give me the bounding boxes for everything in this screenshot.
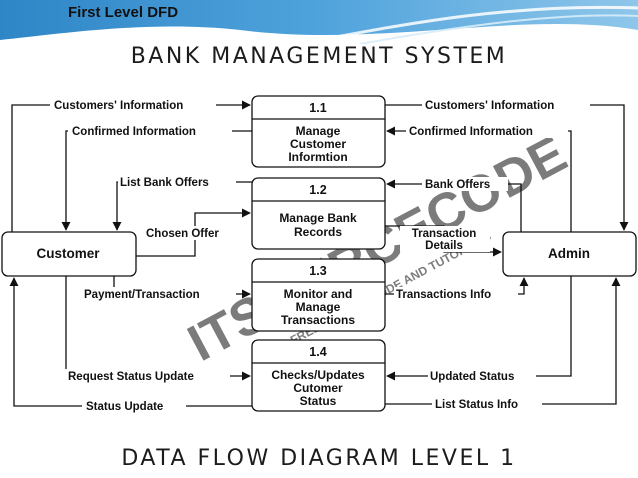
- process-1-2: 1.2 Manage Bank Records: [251, 177, 386, 250]
- flow-label: Bank Offers: [425, 179, 490, 191]
- flow-labels-right: Customers' Information Confirmed Informa…: [394, 98, 590, 411]
- flow-label: Transaction: [412, 228, 477, 240]
- process-name-line: Monitor and: [284, 287, 353, 301]
- process-id: 1.4: [309, 345, 326, 359]
- process-name-line: Informtion: [288, 150, 347, 164]
- footer-title: DATA FLOW DIAGRAM LEVEL 1: [121, 446, 517, 471]
- process-name-line: Records: [294, 225, 342, 239]
- process-name-line: Customer: [290, 137, 346, 151]
- flow-label: Chosen Offer: [146, 228, 219, 240]
- flow-label: Confirmed Information: [72, 126, 196, 138]
- flow-label: Payment/Transaction: [84, 289, 200, 301]
- page-title: BANK MANAGEMENT SYSTEM: [130, 44, 508, 69]
- entity-admin: Admin: [502, 231, 637, 277]
- process-name-line: Transactions: [281, 313, 355, 327]
- flow-label: List Bank Offers: [120, 177, 209, 189]
- process-id: 1.2: [309, 183, 326, 197]
- slide-header-banner: First Level DFD: [0, 0, 638, 44]
- flow-label: Confirmed Information: [409, 126, 533, 138]
- flow-label: List Status Info: [435, 399, 518, 411]
- process-id: 1.1: [309, 101, 326, 115]
- flow-label: Updated Status: [430, 371, 514, 383]
- flow-label: Request Status Update: [68, 371, 194, 383]
- process-id: 1.3: [309, 264, 326, 278]
- flow-label: Customers' Information: [54, 100, 183, 112]
- flow-label: Details: [425, 240, 463, 252]
- process-name-line: Cutomer: [293, 381, 343, 395]
- process-name-line: Status: [300, 394, 337, 408]
- flow-label: Customers' Information: [425, 100, 554, 112]
- flow-list-bank-offers: [112, 181, 252, 231]
- process-1-3: 1.3 Monitor and Manage Transactions: [251, 258, 386, 332]
- process-name-line: Manage: [296, 124, 341, 138]
- process-name-line: Manage: [296, 300, 341, 314]
- flow-label: Status Update: [86, 401, 163, 413]
- entity-customer-label: Customer: [36, 246, 100, 261]
- entity-admin-label: Admin: [548, 246, 590, 261]
- flow-label: Transactions Info: [396, 289, 491, 301]
- process-name-line: Checks/Updates: [271, 368, 365, 382]
- process-1-4: 1.4 Checks/Updates Cutomer Status: [251, 339, 386, 412]
- flow-labels-left: Customers' Information Confirmed Informa…: [50, 98, 242, 413]
- process-name-line: Manage Bank: [279, 211, 357, 225]
- process-1-1: 1.1 Manage Customer Informtion: [251, 95, 386, 168]
- slide-tag: First Level DFD: [68, 4, 179, 21]
- entity-customer: Customer: [1, 231, 137, 277]
